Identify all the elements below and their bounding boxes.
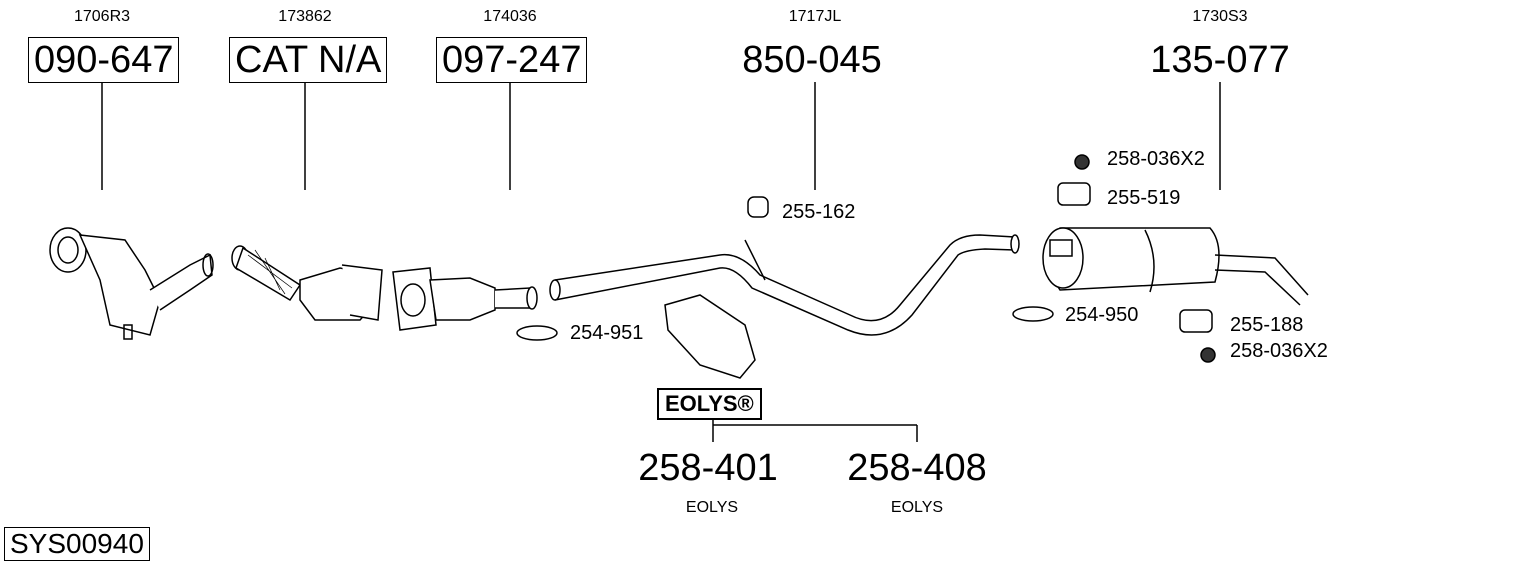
eolys-logo: EOLYS®: [657, 388, 762, 420]
accessory-hanger-top[interactable]: 255-519: [1107, 187, 1181, 209]
part-ref-5: 1730S3: [1192, 8, 1248, 25]
accessory-hanger-mid[interactable]: 255-162: [782, 201, 856, 223]
accessory-nut-bottom[interactable]: 258-036X2: [1230, 340, 1328, 362]
manifold-catalyst-drawing: [49, 227, 214, 340]
part-code-5[interactable]: 135-077: [1150, 39, 1290, 81]
eolys-label-1: EOLYS: [685, 499, 739, 516]
eolys-code-1[interactable]: 258-401: [638, 447, 778, 489]
accessory-icons: [516, 154, 1216, 363]
part-ref-1: 1706R3: [73, 8, 131, 25]
catalyst-flex-drawing: [231, 245, 383, 321]
hanger-icon: [1057, 182, 1091, 206]
nut-icon: [1074, 154, 1090, 170]
part-ref-2: 173862: [278, 8, 332, 25]
part-code-1[interactable]: 090-647: [28, 37, 180, 83]
part-ref-3: 174036: [483, 8, 537, 25]
hanger-icon: [1179, 309, 1213, 333]
intermediate-pipe-drawing: [549, 234, 1020, 336]
eolys-bag-drawing: [664, 294, 756, 379]
rear-silencer-drawing: [1042, 227, 1309, 306]
leader-lines: [101, 82, 1221, 442]
clamp-icon: [516, 325, 558, 341]
part-ref-4: 1717JL: [788, 8, 842, 25]
accessory-nut-top[interactable]: 258-036X2: [1107, 148, 1205, 170]
part-code-3[interactable]: 097-247: [436, 37, 588, 83]
eolys-label-2: EOLYS: [890, 499, 944, 516]
nut-icon: [1200, 347, 1216, 363]
clamp-icon: [1012, 306, 1054, 322]
accessory-clamp-front[interactable]: 254-951: [570, 322, 644, 344]
accessory-hanger-rear[interactable]: 255-188: [1230, 314, 1304, 336]
hanger-icon: [747, 196, 769, 218]
eolys-code-2[interactable]: 258-408: [847, 447, 987, 489]
accessory-clamp-rear[interactable]: 254-950: [1065, 304, 1139, 326]
part-code-2[interactable]: CAT N/A: [229, 37, 388, 83]
system-id: SYS00940: [4, 527, 150, 561]
part-code-4[interactable]: 850-045: [742, 39, 882, 81]
particulate-filter-drawing: [392, 267, 538, 331]
